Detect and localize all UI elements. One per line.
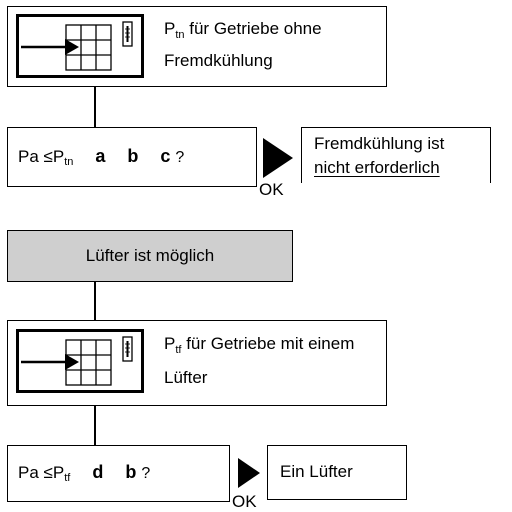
heat-exchanger-drawing	[21, 21, 133, 71]
heat-exchanger-icon	[16, 14, 144, 78]
ok-label: OK	[232, 492, 257, 511]
fan-possible-text: Lüfter ist möglich	[85, 246, 215, 265]
ok-arrow-icon	[238, 458, 260, 488]
info-line-1: Ptn für Getriebe ohne	[164, 19, 322, 41]
result-no-cooling: Fremdkühlung ist nicht erforderlich	[301, 127, 491, 183]
result-text: Ein Lüfter	[280, 462, 353, 481]
connector-2	[94, 282, 96, 320]
heat-exchanger-icon	[16, 329, 144, 393]
connector-3	[94, 406, 96, 445]
fan-possible-box: Lüfter ist möglich	[7, 230, 293, 282]
thermometer-icon	[122, 21, 133, 47]
heat-exchanger-drawing	[21, 336, 133, 386]
info-line-2: Fremdkühlung	[164, 51, 273, 70]
info-line-1: Ptf für Getriebe mit einem	[164, 334, 355, 356]
ok-arrow-icon	[263, 138, 293, 178]
info-line-2: Lüfter	[164, 368, 208, 387]
result-one-fan: Ein Lüfter	[267, 445, 407, 500]
connector-1	[94, 87, 96, 127]
ok-label: OK	[259, 180, 284, 199]
thermometer-icon	[122, 336, 133, 362]
info-box-ptf: Ptf für Getriebe mit einem Lüfter	[7, 320, 387, 406]
info-box-ptn: Ptn für Getriebe ohne Fremdkühlung	[7, 6, 387, 87]
result-line-2: nicht erforderlich	[314, 158, 440, 177]
result-line-1: Fremdkühlung ist	[314, 134, 445, 153]
